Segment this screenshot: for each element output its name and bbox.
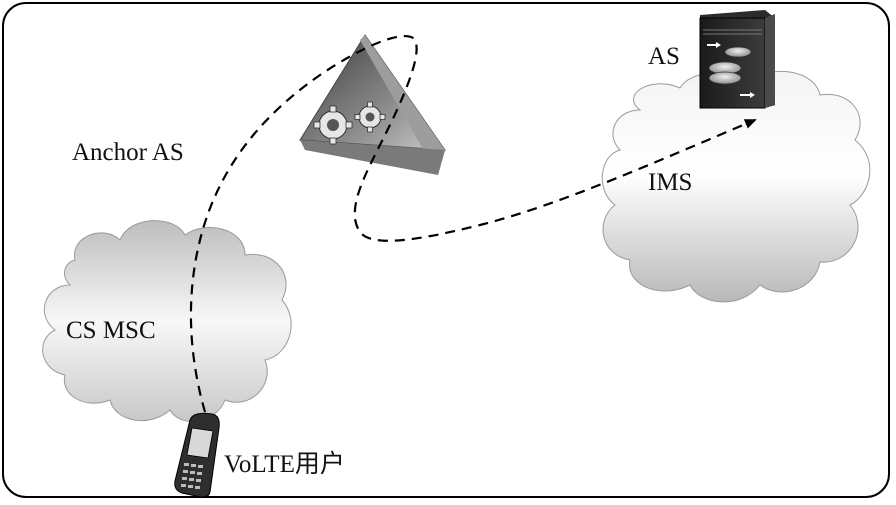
mobile-phone-icon	[175, 413, 219, 497]
server-icon	[700, 10, 775, 108]
ims-label: IMS	[648, 170, 692, 195]
as-label: AS	[648, 44, 680, 69]
cs-msc-label: CS MSC	[66, 318, 156, 343]
anchor-as-label: Anchor AS	[72, 140, 184, 165]
gears-triangle-icon	[300, 35, 445, 175]
volte-user-label: VoLTE用户	[224, 452, 345, 477]
